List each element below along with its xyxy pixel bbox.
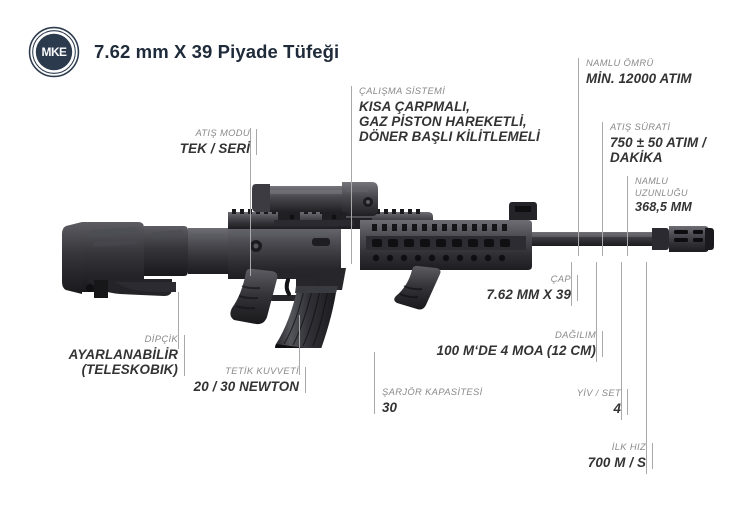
callout-calisma-sistemi: ÇALIŞMA SİSTEMİ KISA ÇARPMALI, GAZ PİSTO… (351, 85, 549, 144)
leader-line-sarjor (374, 352, 375, 404)
callout-value-dagilim: 100 M‘DE 4 MOA (12 CM) (436, 342, 596, 358)
rifle-handguard (360, 202, 537, 270)
callout-dagilim: DAĞILIM 100 M‘DE 4 MOA (12 CM) (396, 329, 603, 358)
callout-sarjor-kapasitesi: ŞARJÖR KAPASİTESİ 30 (374, 386, 512, 415)
callout-atis-surati: ATIŞ SÜRATİ 750 ± 50 ATIM / DAKİKA (602, 121, 750, 165)
callout-caption-calisma-sistemi: ÇALIŞMA SİSTEMİ (359, 85, 446, 96)
callout-value-atis-surati-line2: DAKİKA (610, 149, 663, 165)
rifle-buttstock (62, 222, 228, 298)
callout-value-atis-modu: TEK / SERİ (179, 140, 250, 156)
rifle-foregrip (394, 265, 441, 310)
callout-caption-yiv-set: YİV / SET (576, 387, 621, 398)
callout-ilk-hiz: İLK HIZ 700 M / S (546, 441, 653, 470)
callout-caption-ilk-hiz: İLK HIZ (611, 441, 646, 452)
mke-logo-icon: MKE (28, 26, 80, 78)
callout-caption-dipcik: DİPÇİK (144, 333, 178, 344)
callout-value-cap: 7.62 MM X 39 (486, 286, 571, 302)
leader-line-namlu-omru (578, 58, 579, 256)
leader-line-yiv-set (621, 262, 622, 420)
callout-caption-dagilim: DAĞILIM (555, 329, 596, 340)
leader-line-atis-surati (602, 122, 603, 256)
callout-namlu-omru: NAMLU ÖMRÜ MİN. 12000 ATIM (578, 57, 750, 86)
callout-yiv-set: YİV / SET 4 (521, 387, 628, 416)
callout-caption-sarjor-kapasitesi: ŞARJÖR KAPASİTESİ (382, 386, 483, 397)
rifle-magazine (275, 286, 338, 348)
callout-cap: ÇAP 7.62 MM X 39 (441, 273, 578, 302)
callout-caption-namlu-uzunlugu-line2: UZUNLUĞU (635, 188, 688, 199)
svg-text:MKE: MKE (42, 45, 68, 59)
leader-line-namlu-uzunlugu (627, 176, 628, 256)
callout-value-calisma-sistemi-line3: DÖNER BAŞLI KİLİTLEMELİ (359, 128, 540, 144)
leader-line-atis-modu (250, 128, 251, 276)
leader-line-tetik-kuvveti (299, 315, 300, 375)
leader-line-calisma-sistemi (351, 86, 352, 264)
rifle-barrel (532, 226, 714, 252)
rifle-muzzle-device (669, 226, 714, 252)
callout-value-dipcik-line2: (TELESKOBIK) (81, 361, 178, 377)
callout-caption-tetik-kuvveti: TETİK KUVVETİ (225, 365, 299, 376)
poster-header: MKE 7.62 mm X 39 Piyade Tüfeği (28, 26, 339, 78)
callout-atis-modu: ATIŞ MODU TEK / SERİ (150, 127, 257, 156)
leader-line-dagilim (596, 262, 597, 362)
callout-tetik-kuvveti: TETİK KUVVETİ 20 / 30 NEWTON (159, 365, 306, 394)
callout-value-namlu-uzunlugu: 368,5 MM (635, 200, 692, 215)
callout-value-atis-surati-line1: 750 ± 50 ATIM / (610, 134, 706, 150)
callout-namlu-uzunlugu: NAMLU UZUNLUĞU 368,5 MM (627, 176, 747, 214)
callout-caption-atis-surati: ATIŞ SÜRATİ (610, 121, 671, 132)
callout-caption-atis-modu: ATIŞ MODU (195, 127, 250, 138)
callout-dipcik: DİPÇİK AYARLANABİLİR (TELESKOBIK) (58, 333, 185, 377)
callout-value-yiv-set: 4 (613, 400, 621, 416)
callout-value-calisma-sistemi-line1: KISA ÇARPMALI, (359, 98, 471, 114)
leader-line-cap (571, 262, 572, 306)
callout-value-namlu-omru: MİN. 12000 ATIM (586, 70, 692, 86)
leader-line-dipcik (178, 292, 179, 349)
callout-value-ilk-hiz: 700 M / S (587, 454, 646, 470)
callout-value-tetik-kuvveti: 20 / 30 NEWTON (193, 378, 299, 394)
callout-value-sarjor-kapasitesi: 30 (382, 399, 398, 415)
page-title: 7.62 mm X 39 Piyade Tüfeği (94, 41, 340, 62)
callout-value-dipcik-line1: AYARLANABİLİR (68, 346, 178, 362)
rifle-illustration (62, 182, 714, 348)
callout-caption-cap: ÇAP (550, 273, 571, 284)
leader-line-ilk-hiz (646, 262, 647, 474)
callout-caption-namlu-omru: NAMLU ÖMRÜ (586, 57, 654, 68)
callout-caption-namlu-uzunlugu-line1: NAMLU (635, 176, 669, 186)
callout-value-calisma-sistemi-line2: GAZ PİSTON HAREKETLİ, (359, 113, 527, 129)
